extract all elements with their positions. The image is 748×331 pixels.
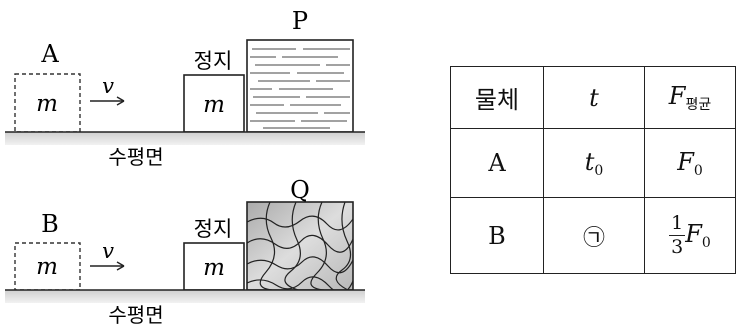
header-object: 물체	[450, 66, 544, 129]
wood-barrier-p	[246, 39, 354, 133]
velocity-label-bottom: v	[102, 239, 114, 263]
mass-label-rest-top: m	[203, 92, 225, 118]
header-time: t	[543, 66, 645, 129]
floor-bottom	[5, 289, 365, 303]
header-time-symbol: t	[589, 83, 599, 112]
row-a-time-symbol: t	[584, 147, 595, 176]
fraction-one-third: 1 3	[669, 212, 686, 258]
row-b-force: 1 3 F0	[644, 197, 736, 274]
row-b-time: ㉠	[543, 197, 645, 274]
surface-label-top: 수평면	[108, 145, 163, 169]
bottom-scene: B m v 정지 m Q 수평	[5, 176, 365, 327]
row-a-time-subscript: 0	[594, 162, 604, 179]
table-row: B ㉠ 1 3 F0	[450, 197, 736, 274]
object-label-a: A	[40, 40, 59, 68]
velocity-arrow-bottom	[90, 261, 125, 271]
row-a-object: A	[450, 128, 544, 198]
row-a-force: F0	[644, 128, 736, 198]
cushion-barrier-q	[246, 201, 354, 291]
row-b-force-subscript: 0	[701, 235, 711, 251]
row-a-force-symbol: F	[677, 147, 694, 176]
result-table: 물체 t F평균 A t0 F0 B ㉠ 1 3 F0	[450, 66, 736, 274]
surface-label-bottom: 수평면	[108, 303, 163, 327]
state-label-bottom: 정지	[194, 217, 233, 241]
row-b-object: B	[450, 197, 544, 274]
header-force-subscript: 평균	[685, 96, 712, 113]
barrier-label-q: Q	[290, 176, 310, 204]
object-label-b: B	[41, 210, 59, 238]
mass-label-a: m	[36, 91, 58, 117]
fraction-numerator: 1	[669, 212, 686, 236]
velocity-label-top: v	[102, 74, 114, 98]
state-label-top: 정지	[194, 49, 233, 73]
table-header-row: 물체 t F평균	[450, 66, 736, 129]
header-force-symbol: F	[668, 81, 686, 110]
velocity-arrow-top	[90, 96, 125, 106]
header-avg-force: F평균	[644, 66, 736, 129]
table-row: A t0 F0	[450, 128, 736, 198]
row-a-force-subscript: 0	[693, 162, 703, 179]
floor-top	[5, 131, 365, 145]
mass-label-rest-bottom: m	[203, 255, 225, 281]
mass-label-b: m	[36, 254, 58, 280]
fraction-denominator: 3	[671, 236, 684, 258]
unknown-marker: ㉠	[582, 225, 605, 251]
top-scene: A m v 정지 m P	[5, 7, 365, 169]
barrier-label-p: P	[292, 7, 308, 35]
rest-block-bottom	[183, 242, 245, 291]
row-a-time: t0	[543, 128, 645, 198]
rest-block-top	[183, 74, 245, 133]
row-b-force-symbol: F	[685, 220, 702, 248]
